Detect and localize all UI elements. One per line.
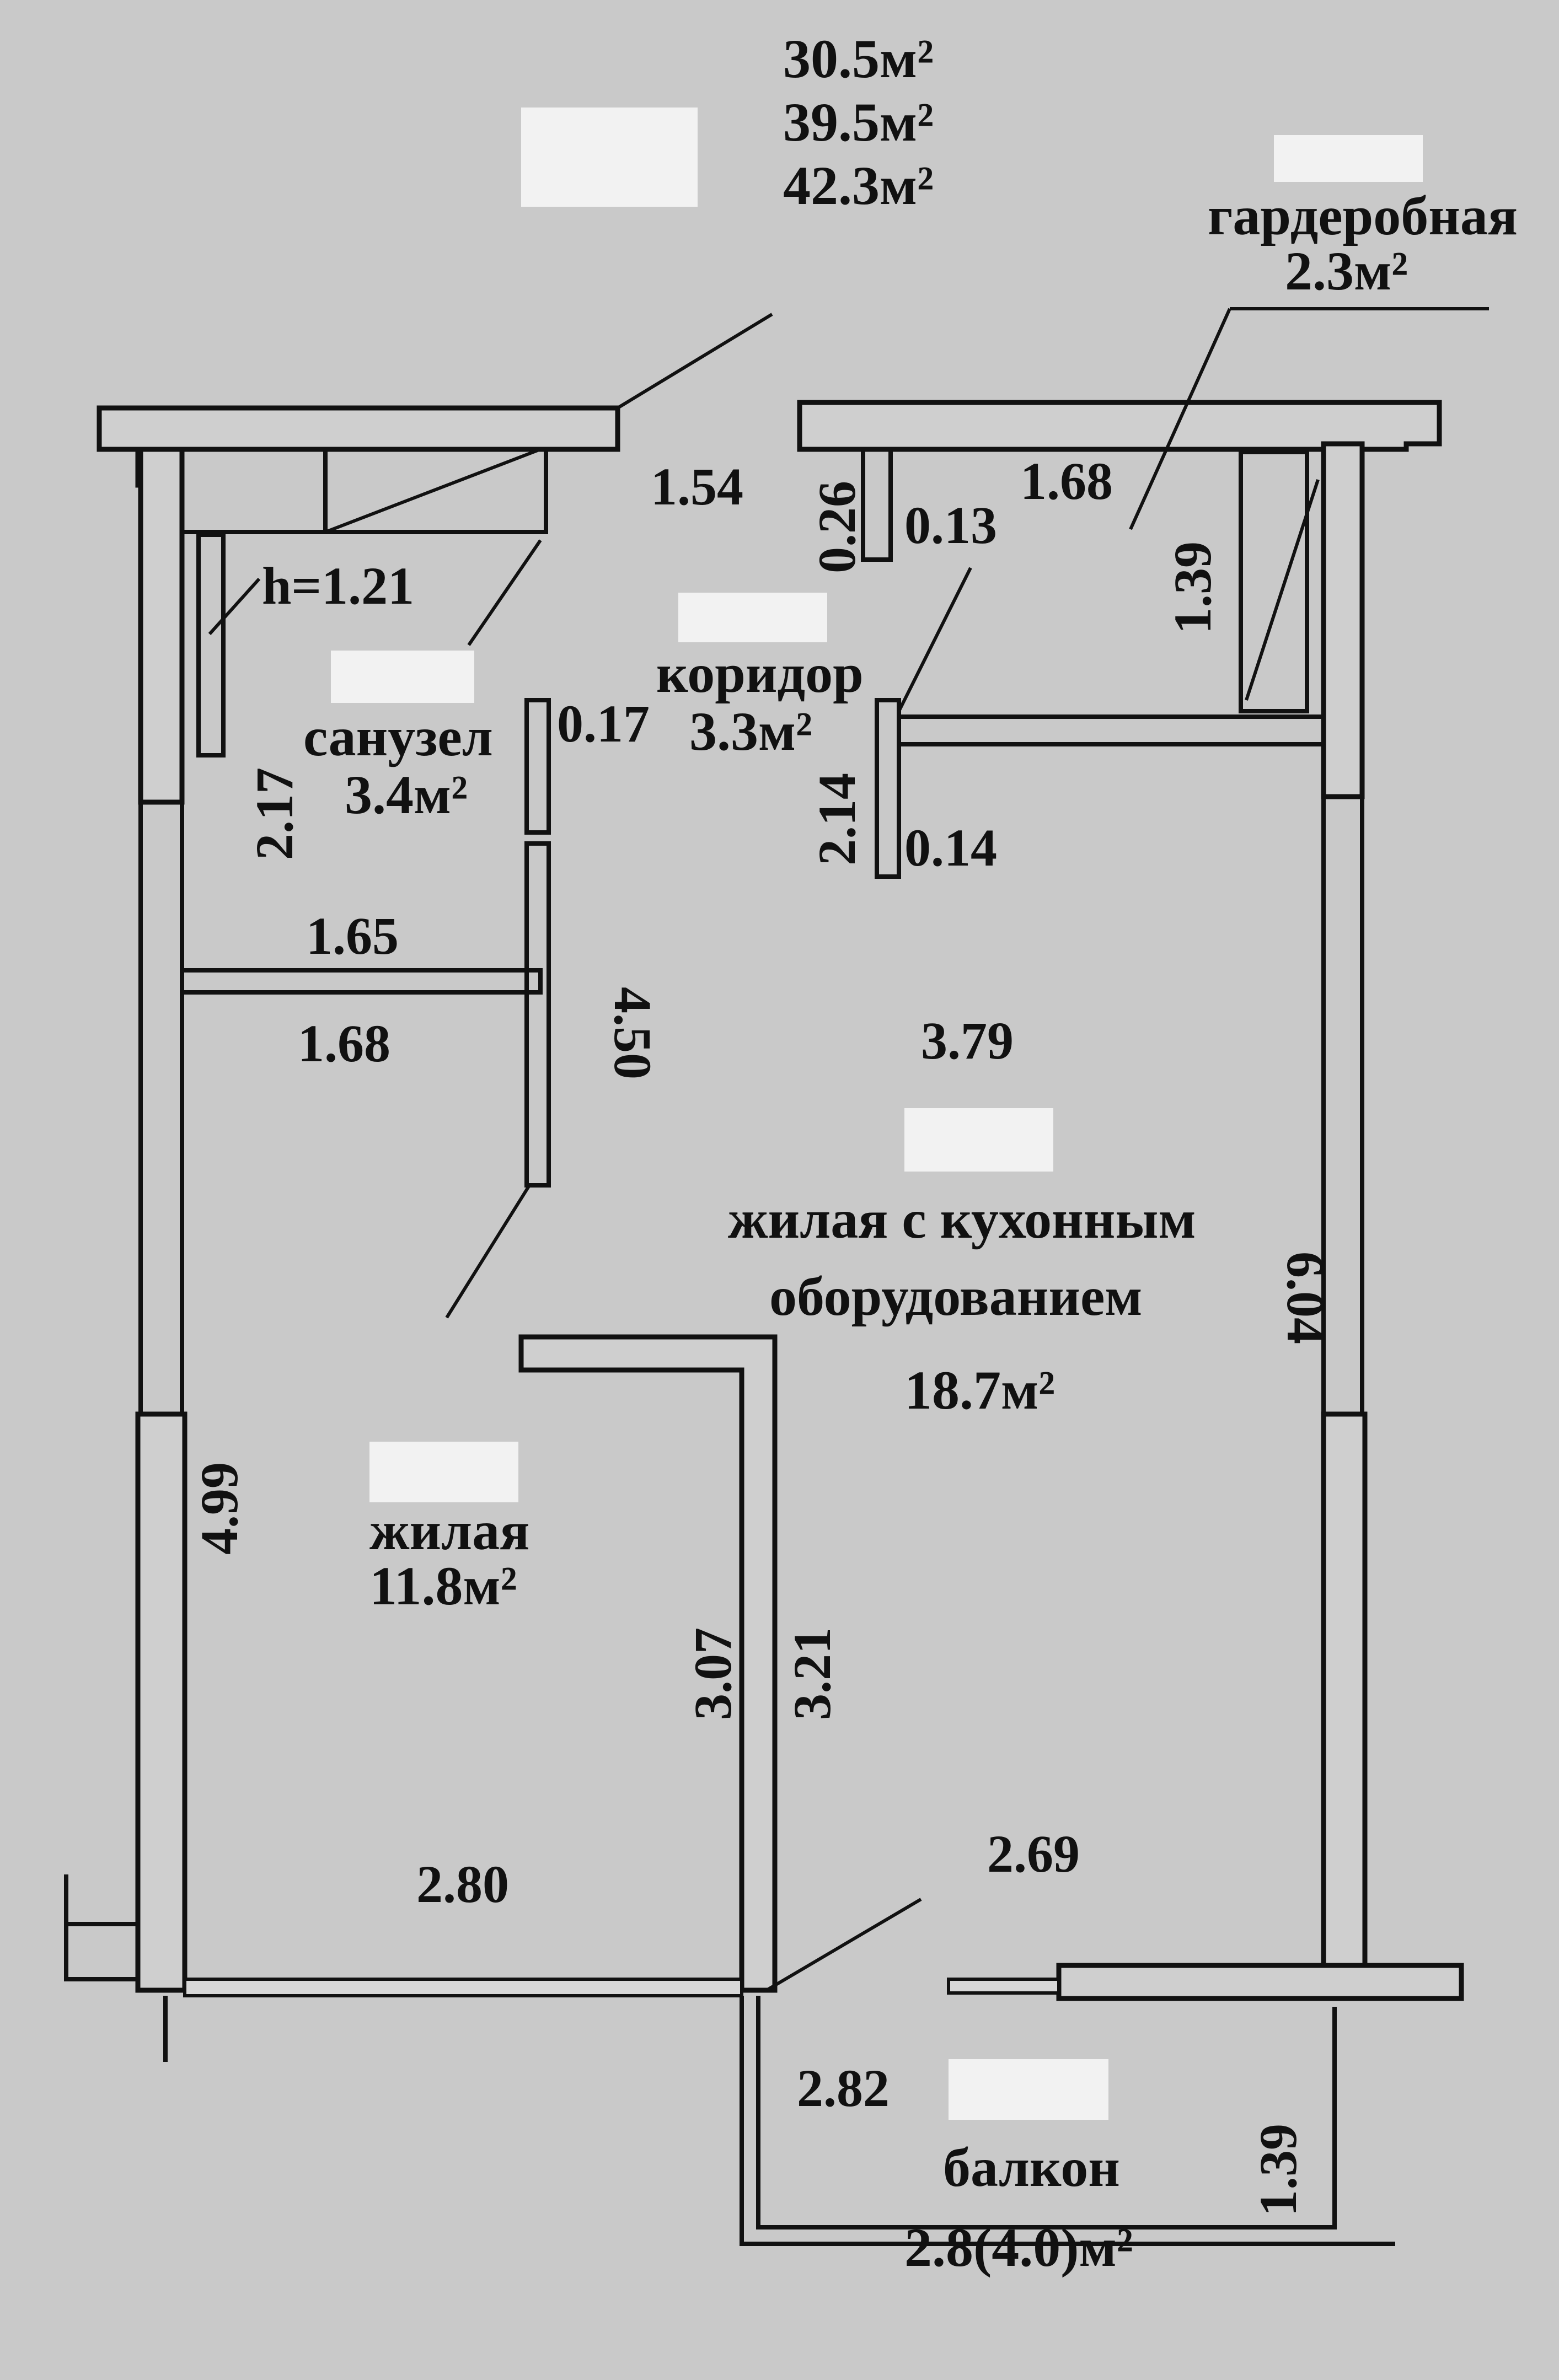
- dim-bedroom-width-top: 1.68: [298, 1014, 390, 1073]
- corridor-wall-stub: [875, 698, 901, 879]
- dim-balcony-depth: 1.39: [1249, 2124, 1308, 2216]
- wardrobe-bottom-wall: [897, 714, 1326, 746]
- dim-top-notch: 0.26: [807, 481, 866, 573]
- bedroom-area: 11.8м²: [369, 1555, 517, 1616]
- dim-kitchen-bottom: 2.69: [987, 1824, 1080, 1883]
- dim-kitchen-length: 6.04: [1276, 1251, 1335, 1344]
- wardrobe-shelf: [1239, 450, 1309, 713]
- bathroom-area: 3.4м²: [345, 764, 468, 825]
- corridor-name: коридор: [656, 643, 864, 704]
- bedroom-name: жилая: [369, 1500, 529, 1561]
- wardrobe-area: 2.3м²: [1285, 240, 1408, 302]
- bath-top-shelf: [180, 447, 548, 534]
- bathroom-name: санузел: [303, 706, 493, 767]
- dim-kitchen-width: 3.79: [921, 1011, 1014, 1070]
- dim-bedroom-length: 4.99: [190, 1462, 249, 1555]
- corridor-area: 3.3м²: [689, 701, 812, 762]
- dim-top-opening: 1.54: [651, 457, 743, 516]
- bath-right-wall-lower: [524, 841, 551, 1188]
- balcony-outline: [740, 1996, 1395, 2246]
- dim-partition-b: 3.21: [783, 1627, 842, 1720]
- walls: [64, 400, 1464, 2246]
- leader-lines: [208, 307, 1489, 1992]
- balcony-name: балкон: [943, 2137, 1120, 2198]
- dim-wardrobe-width: 1.68: [1020, 452, 1113, 511]
- dim-corridor-wall-h: 2.14: [807, 773, 866, 866]
- dim-bath-height: 2.17: [245, 767, 304, 860]
- summary-area-1: 30.5м²: [783, 28, 934, 89]
- kitchen-name-line1: жилая с кухонным: [728, 1189, 1196, 1250]
- summary-area-2: 39.5м²: [783, 92, 934, 153]
- bath-right-wall-upper: [524, 698, 551, 835]
- dimension-labels: 1.54 1.68 0.26 0.13 1.39 h=1.21 0.17 2.1…: [190, 452, 1335, 2216]
- notch-wall: [861, 447, 893, 562]
- room-labels: гардеробная 2.3м² коридор 3.3м² санузел …: [303, 185, 1518, 2278]
- dim-wardrobe-depth: 1.39: [1163, 541, 1222, 634]
- redaction-masks: [331, 108, 1423, 2120]
- dim-bath-width: 1.65: [306, 906, 399, 965]
- balcony-cap: [1056, 1963, 1464, 2001]
- dim-bath-wall-len: 4.50: [603, 987, 662, 1079]
- wall-left-lower: [135, 1411, 187, 1993]
- summary-areas: 30.5м² 39.5м² 42.3м²: [783, 28, 934, 216]
- dim-notch-width: 0.13: [904, 496, 997, 555]
- dim-corridor-wall-w: 0.14: [904, 818, 997, 877]
- kitchen-name-line2: оборудованием: [769, 1266, 1143, 1327]
- bath-inner-box: [196, 533, 226, 757]
- wardrobe-name: гардеробная: [1208, 185, 1518, 246]
- window-bottom: [183, 1978, 743, 1997]
- balcony-area: 2.8(4.0)м²: [904, 2217, 1133, 2278]
- wall-top-right: [797, 400, 1442, 452]
- kitchen-area: 18.7м²: [904, 1360, 1055, 1421]
- wall-right-upper: [1321, 441, 1365, 799]
- wall-left-upper: [138, 447, 185, 805]
- dim-bath-height-mark: h=1.21: [262, 556, 414, 615]
- dim-bedroom-width: 2.80: [416, 1855, 509, 1914]
- bath-bottom-wall: [180, 968, 543, 995]
- dim-corridor-gap: 0.17: [557, 694, 650, 753]
- dim-partition-a: 3.07: [683, 1627, 742, 1720]
- wall-right-lower: [1321, 1411, 1368, 1968]
- summary-area-3: 42.3м²: [783, 155, 934, 216]
- dim-balcony-width: 2.82: [797, 2059, 890, 2118]
